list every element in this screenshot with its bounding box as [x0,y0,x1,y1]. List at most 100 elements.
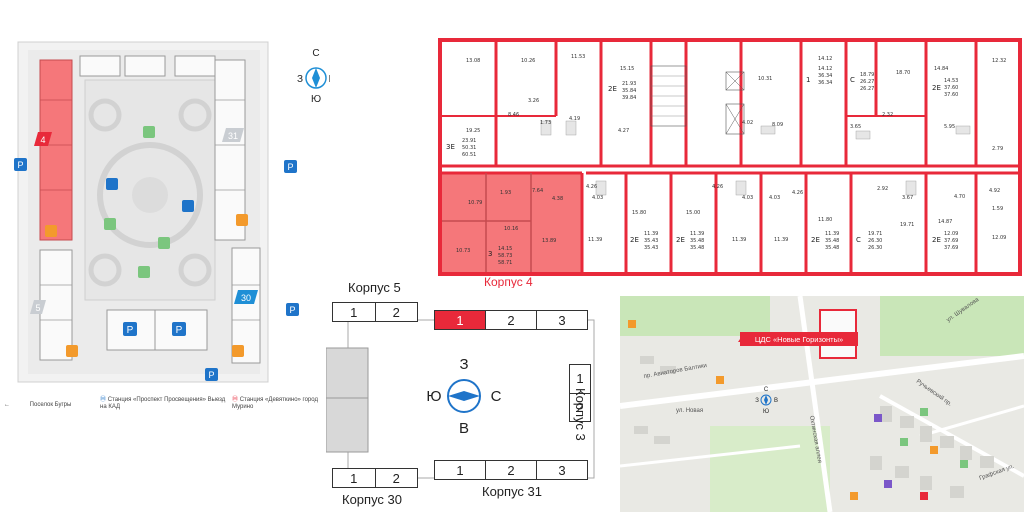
svg-text:P: P [287,162,293,172]
svg-text:5: 5 [35,303,40,313]
room-area: 11.39 [732,237,746,243]
apartment-area-living: 19.71 [868,231,882,237]
bath-fixture [760,125,776,135]
room-area: 14.12 [818,56,832,62]
apartment-area-living: 12.09 [944,231,958,237]
metro-icon: Ⓜ [232,397,239,403]
room-area: 12.32 [992,58,1006,64]
map-compass: С Ю З В [755,387,778,415]
korpus-4-building[interactable] [39,59,73,241]
apartment-area-total: 36.34 [818,73,832,79]
svg-text:P: P [289,305,295,315]
svg-text:В: В [774,398,778,404]
room-area: 14.87 [938,219,952,225]
room-area: 11.80 [818,217,832,223]
selected-apartment[interactable] [442,173,582,272]
location-map-drawing: ЦДС «Новые Горизонты» С Ю З В ул. Шувало… [620,296,1024,512]
korpus-5-building[interactable] [39,249,73,361]
korpus-3-section-1[interactable]: 1 [570,365,590,394]
room-area: 11.39 [588,237,602,243]
korpus-4-section-3[interactable]: 3 [558,312,566,328]
room-area: 11.53 [571,54,585,60]
svg-text:P: P [127,325,134,336]
room-area: 19.25 [466,128,480,134]
scheme-outline: З В Ю С [326,319,595,479]
apartment-type: 2Е [608,85,617,93]
apartment-area-total: 50.31 [462,145,476,151]
room-area: 15.15 [620,66,634,72]
room-area: 13.08 [466,58,480,64]
bath-fixture [905,180,917,196]
korpus-31-section-2[interactable]: 2 [486,461,537,479]
room-area: 4.26 [792,190,803,196]
building-badge-4[interactable]: 4 [34,132,52,146]
building-badge-31[interactable]: 31 [222,128,244,142]
bath-fixture [595,180,607,196]
legend-metro-devyatkino: Ⓜ Станция «Девяткино» город Мурино [232,397,318,410]
park-icon [143,126,155,138]
park-icon [138,266,150,278]
room-area: 8.09 [772,122,783,128]
apartment-type: 2Е [811,236,820,244]
site-compass: С Ю З В [297,48,330,105]
apartment-area-full: 35.43 [644,245,658,251]
apartment-area-total: 35.84 [622,88,636,94]
parking-icon: P [284,160,297,173]
korpus-30-section-1[interactable]: 1 [333,469,376,487]
room-area: 2.92 [877,186,888,192]
korpus-5-section-2[interactable]: 2 [392,304,400,320]
bath-fixture [565,120,577,136]
room-area: 11.39 [774,237,788,243]
korpus-31-section-1[interactable]: 1 [435,461,486,479]
svg-text:Ю: Ю [311,94,321,105]
apartment-area-living: 11.39 [644,231,658,237]
korpus-30-building[interactable] [231,247,261,364]
svg-text:P: P [208,370,214,380]
svg-text:С: С [491,388,502,405]
room-area: 10.26 [521,58,535,64]
korpus-30-sections: 1 2 [332,468,418,488]
korpus-3-label: Корпус 3 [573,388,588,441]
room-area: 4.02 [742,120,753,126]
room-area: 2.32 [882,112,893,118]
korpus-4-section-2[interactable]: 2 [486,311,537,329]
apartment-area-total: 37.60 [944,85,958,91]
korpus-30-label: Корпус 30 [342,492,402,507]
korpus-30-section-2[interactable]: 2 [392,470,400,486]
apartment-area-full: 39.84 [622,95,636,101]
room-area: 4.19 [569,116,580,122]
elevator [725,71,745,91]
parking-icon: P [14,158,27,171]
korpus-3-section-2[interactable]: 2 [576,399,584,415]
bath-fixture [855,130,871,140]
apartment-area-full: 37.69 [944,245,958,251]
metro-icon: Ⓜ [100,397,107,403]
legend-metro-prosveshcheniya: Ⓜ Станция «Проспект Просвещения» Выезд н… [100,397,226,410]
apartment-type: 2Е [630,236,639,244]
korpus-5-label: Корпус 5 [348,280,401,295]
site-plan: P P P P P P [0,20,330,420]
apartment-area-full: 26.30 [868,245,882,251]
svg-text:ЦДС «Новые Горизонты»: ЦДС «Новые Горизонты» [755,335,843,344]
courtyard-circle-d [178,253,212,287]
building-badge-5[interactable]: 5 [30,300,46,314]
bath-fixture [735,180,747,196]
park-icon [104,218,116,230]
svg-text:31: 31 [228,131,238,141]
playground-icon [106,178,118,190]
korpus-31-section-3[interactable]: 3 [558,462,566,478]
korpus-31-building[interactable] [214,59,246,241]
korpus-4-section-1-selected[interactable]: 1 [435,311,486,329]
apartment-area-full: 35.48 [690,245,704,251]
courtyard-center [132,177,168,213]
svg-text:Ю: Ю [426,388,441,405]
map-location-marker[interactable]: ЦДС «Новые Горизонты» [738,332,858,346]
svg-text:30: 30 [241,293,251,303]
apartment-area-total: 26.27 [860,79,874,85]
korpus-5-section-1[interactable]: 1 [333,303,376,321]
apartment-type: 1 [806,76,810,84]
apartment-area-total: 35.48 [690,238,704,244]
apartment-area-total: 35.48 [825,238,839,244]
park-icon [158,237,170,249]
building-badge-30[interactable]: 30 [234,290,258,304]
